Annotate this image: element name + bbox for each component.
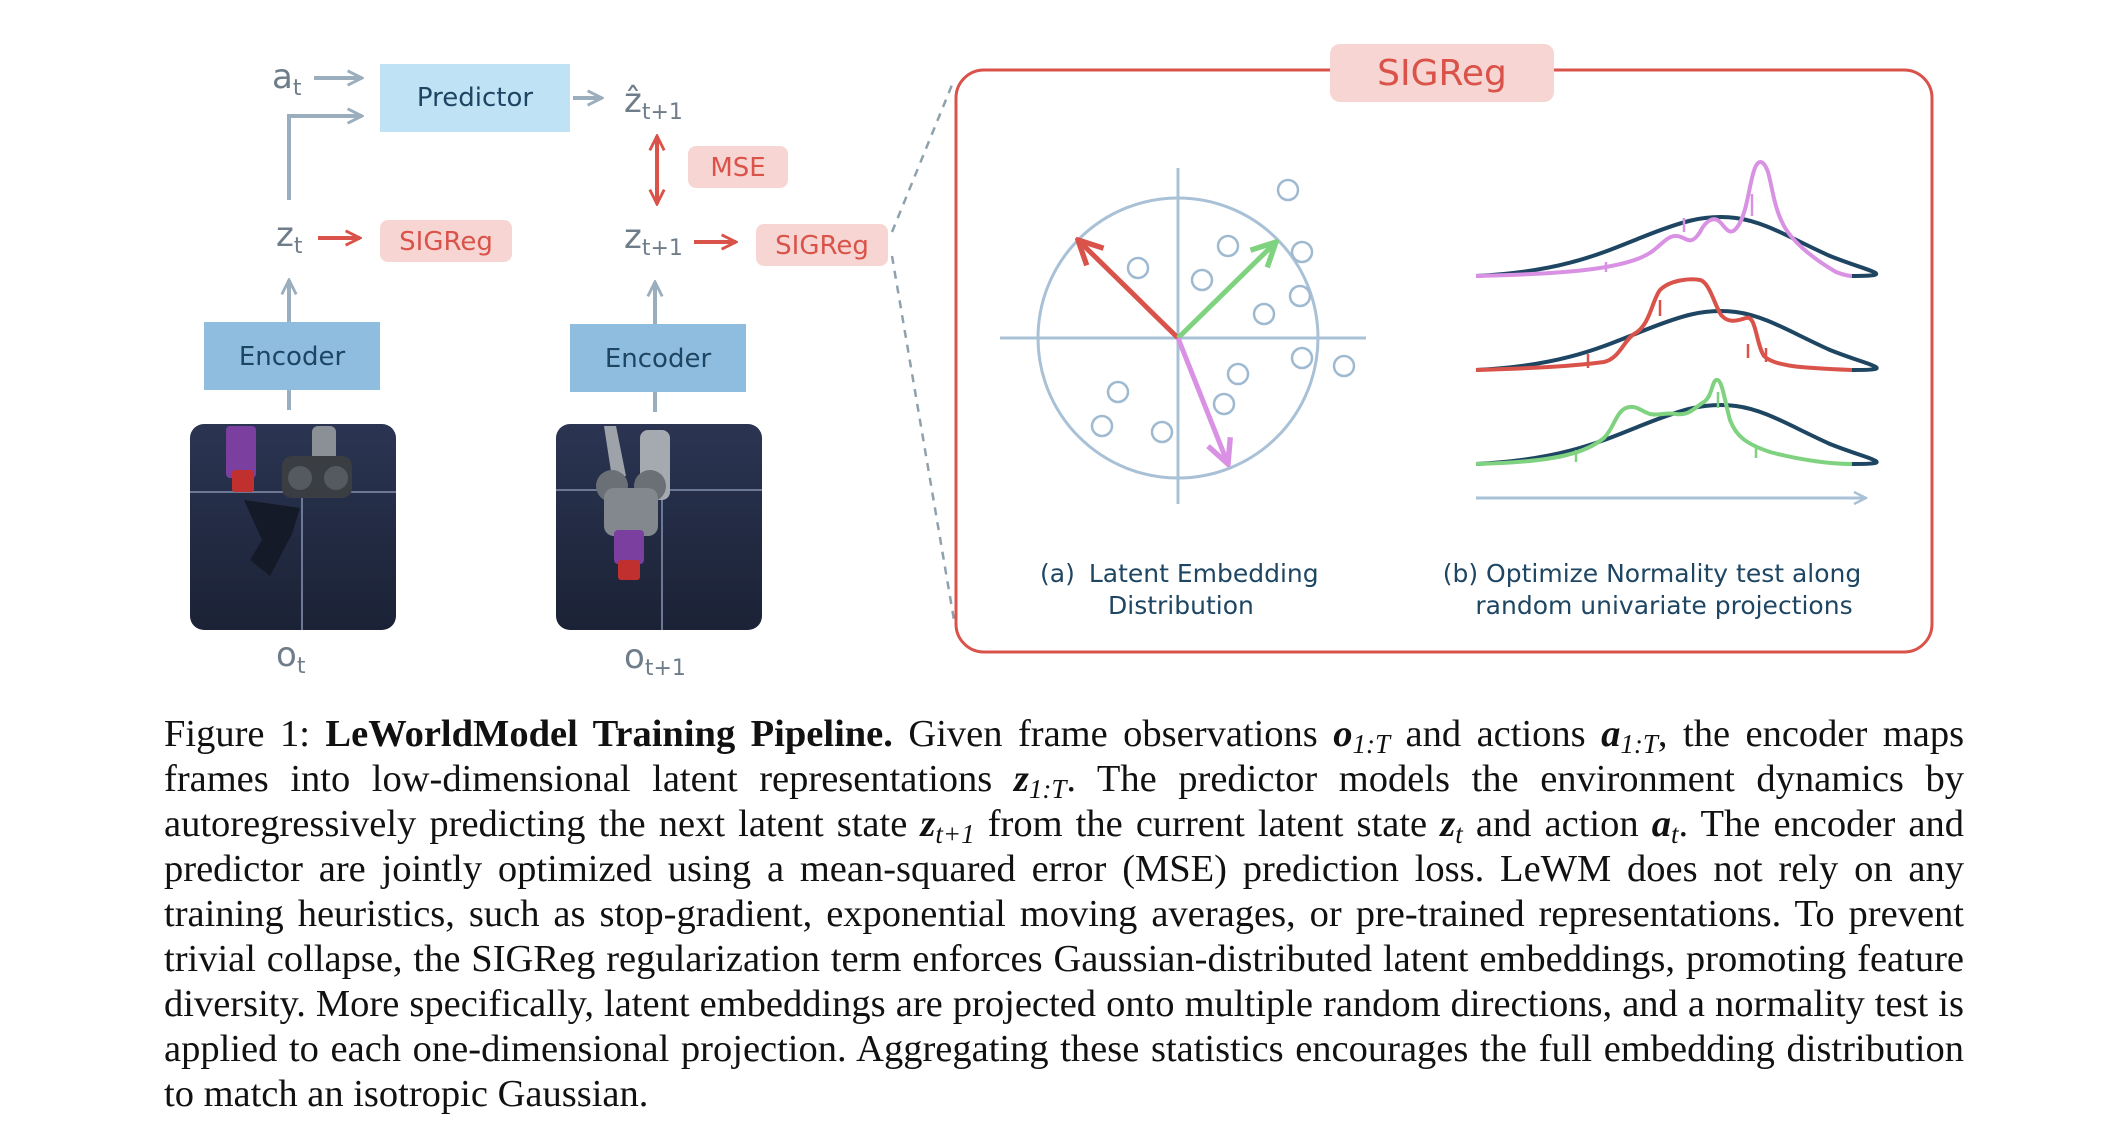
latent-t-label: zt (276, 215, 303, 259)
math-a: a1:T (1601, 713, 1658, 759)
observation-next-label: ot+1 (624, 637, 686, 681)
embedding-point (1290, 240, 1314, 264)
normality-curves (1475, 160, 1879, 466)
embedding-points (1090, 178, 1356, 444)
caption-a-line2: Distribution (1108, 591, 1254, 620)
math-z-t: zt (1440, 803, 1463, 849)
sigreg-label-t: SIGReg (399, 227, 493, 257)
embedding-point (1106, 380, 1130, 404)
caption-title: LeWorldModel Training Pipeline. (325, 713, 893, 755)
observation-frame-next (556, 424, 762, 630)
projection-curve-red (1475, 277, 1853, 372)
adjustment-arrows (1574, 194, 1768, 462)
latent-to-predictor-arrow (287, 116, 362, 200)
encoder-label-next: Encoder (605, 344, 712, 374)
embedding-point (1090, 414, 1114, 438)
sigreg-label-next: SIGReg (775, 231, 869, 261)
mse-label: MSE (710, 153, 765, 183)
math-o: o1:T (1333, 713, 1391, 759)
figure-caption: Figure 1: LeWorldModel Training Pipeline… (164, 713, 1965, 1115)
embedding-point (1216, 234, 1240, 258)
projection-curve-green (1475, 378, 1853, 466)
gaussian-reference-curve (1475, 308, 1879, 372)
embedding-point (1150, 420, 1174, 444)
projection-vector-violet (1175, 337, 1228, 464)
encoder-label-t: Encoder (239, 342, 346, 372)
projection-vector-red (1078, 240, 1180, 340)
embedding-point (1126, 256, 1150, 280)
predicted-latent-label: ẑt+1 (624, 81, 683, 125)
predictor-box (380, 64, 570, 132)
zoom-line-bottom (890, 255, 956, 621)
sigreg-panel-title: SIGReg (1377, 53, 1507, 94)
mse-badge (688, 146, 788, 188)
embedding-point (1226, 362, 1250, 386)
gaussian-reference-curve (1475, 214, 1878, 278)
embedding-point (1290, 346, 1314, 370)
encoder-box-next (570, 324, 746, 392)
sigreg-badge-next (756, 224, 888, 266)
projection-curve-violet (1475, 160, 1853, 278)
sigreg-badge-t (380, 220, 512, 262)
embedding-point (1276, 178, 1300, 202)
encoder-box-t (204, 322, 380, 390)
embedding-point (1212, 392, 1236, 416)
caption-b-line1: (b) Optimize Normality test along (1443, 559, 1862, 588)
predictor-label: Predictor (417, 83, 533, 113)
caption-label: Figure 1: (164, 713, 310, 755)
caption-b-line2: random univariate projections (1475, 591, 1852, 620)
embedding-point (1190, 268, 1214, 292)
unit-circle (1036, 196, 1320, 480)
action-label: at (272, 57, 302, 101)
figure-diagram: at Predictor ẑt+1 MSE zt SIGReg zt+1 SIG… (190, 44, 1934, 681)
math-z: z1:T (1013, 758, 1067, 804)
latent-embedding-plot (1000, 168, 1366, 504)
observation-t-label: ot (276, 635, 306, 679)
zoom-line-top (890, 79, 956, 233)
caption-a-line1: (a)Latent Embedding (1040, 559, 1319, 588)
embedding-point (1332, 354, 1356, 378)
embedding-point (1252, 302, 1276, 326)
embedding-point (1288, 284, 1312, 308)
math-a-t: at (1651, 803, 1679, 849)
latent-next-label: zt+1 (624, 217, 683, 261)
sigreg-panel-title-badge (1330, 44, 1554, 102)
math-z-next: zt+1 (920, 803, 975, 849)
projection-vector-green (1176, 242, 1276, 340)
observation-frame-t (190, 424, 396, 630)
